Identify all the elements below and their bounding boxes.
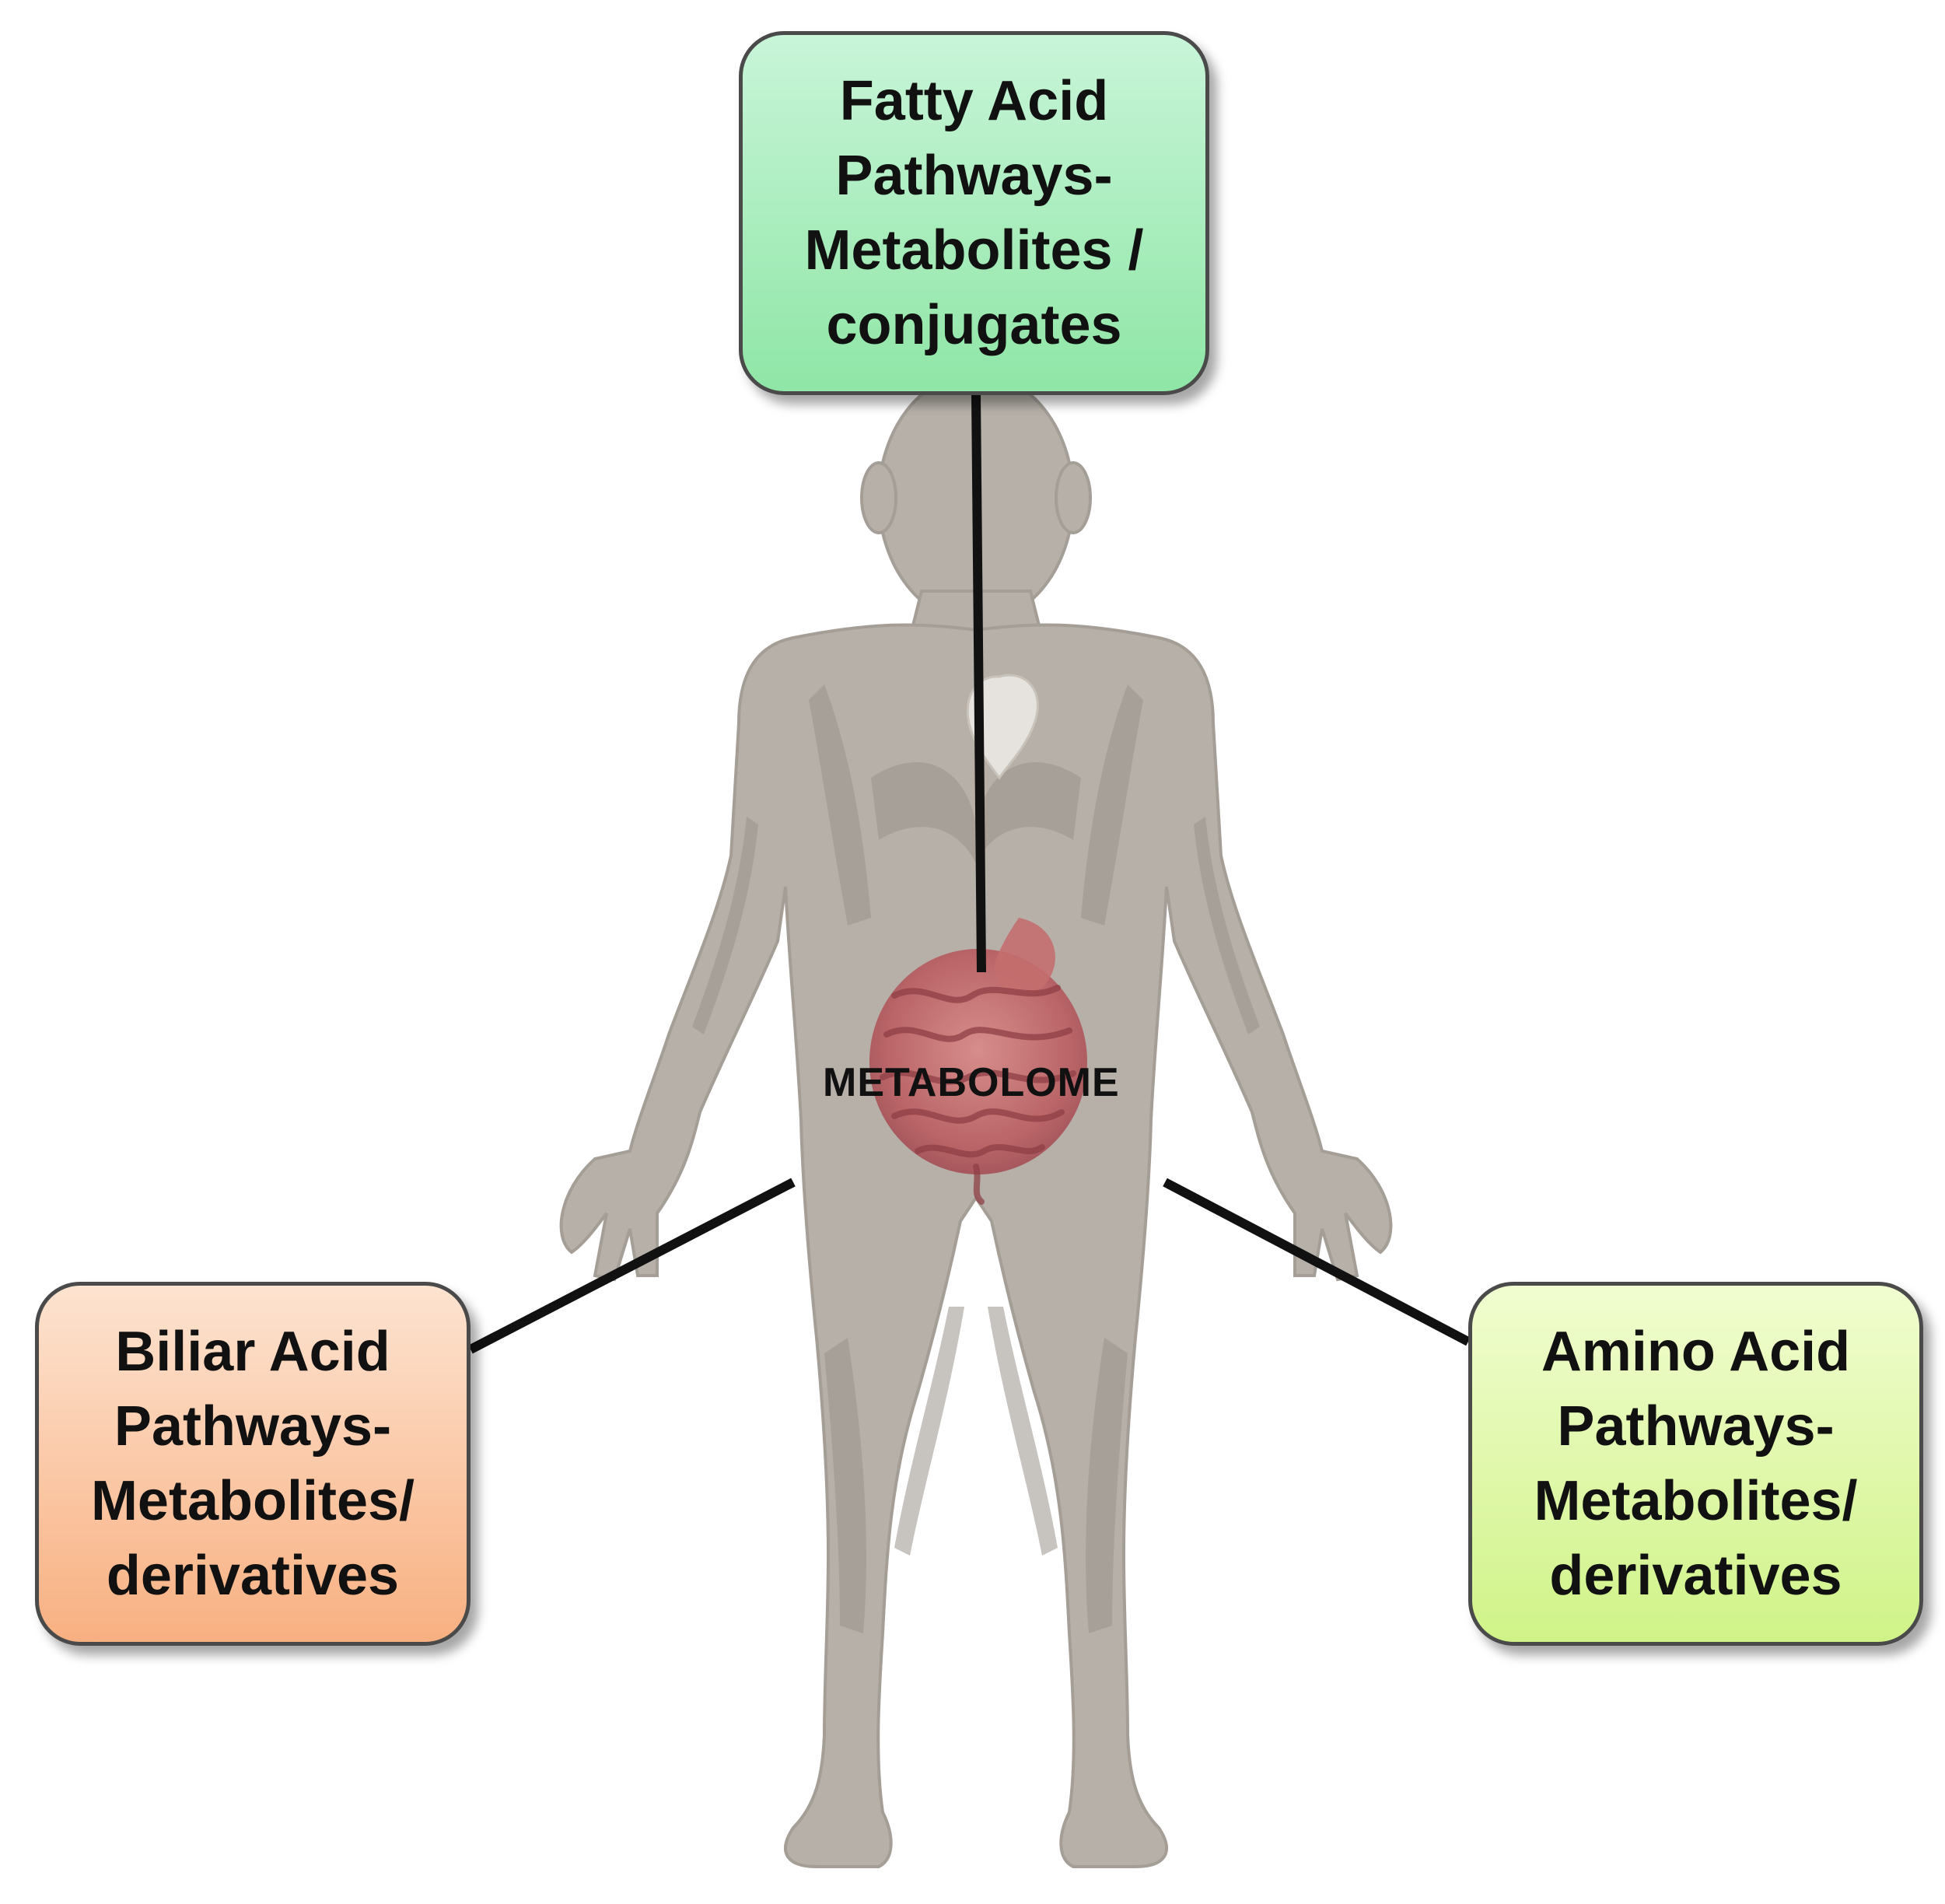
amino-acid-label: Amino Acid Pathways- Metabolites/ deriva… xyxy=(1534,1321,1858,1607)
connector-fatty-acid xyxy=(971,394,986,973)
fatty-acid-label: Fatty Acid Pathways- Metabolites / conju… xyxy=(804,70,1144,356)
human-body-silhouette-icon xyxy=(559,372,1393,1868)
amino-acid-box: Amino Acid Pathways- Metabolites/ deriva… xyxy=(1468,1282,1923,1646)
connector-amino-acid xyxy=(1163,1178,1471,1346)
connector-lines xyxy=(468,394,1471,1354)
intestine-icon xyxy=(869,918,1087,1205)
biliar-acid-box: Biliar Acid Pathways- Metabolites/ deriv… xyxy=(35,1282,471,1646)
body-shading xyxy=(692,684,1260,1633)
connector-biliar-acid xyxy=(468,1178,796,1354)
metabolome-label: METABOLOME xyxy=(823,1060,1120,1105)
fatty-acid-box: Fatty Acid Pathways- Metabolites / conju… xyxy=(739,31,1209,395)
heart-icon xyxy=(966,674,1039,780)
biliar-acid-label: Biliar Acid Pathways- Metabolites/ deriv… xyxy=(90,1321,415,1607)
